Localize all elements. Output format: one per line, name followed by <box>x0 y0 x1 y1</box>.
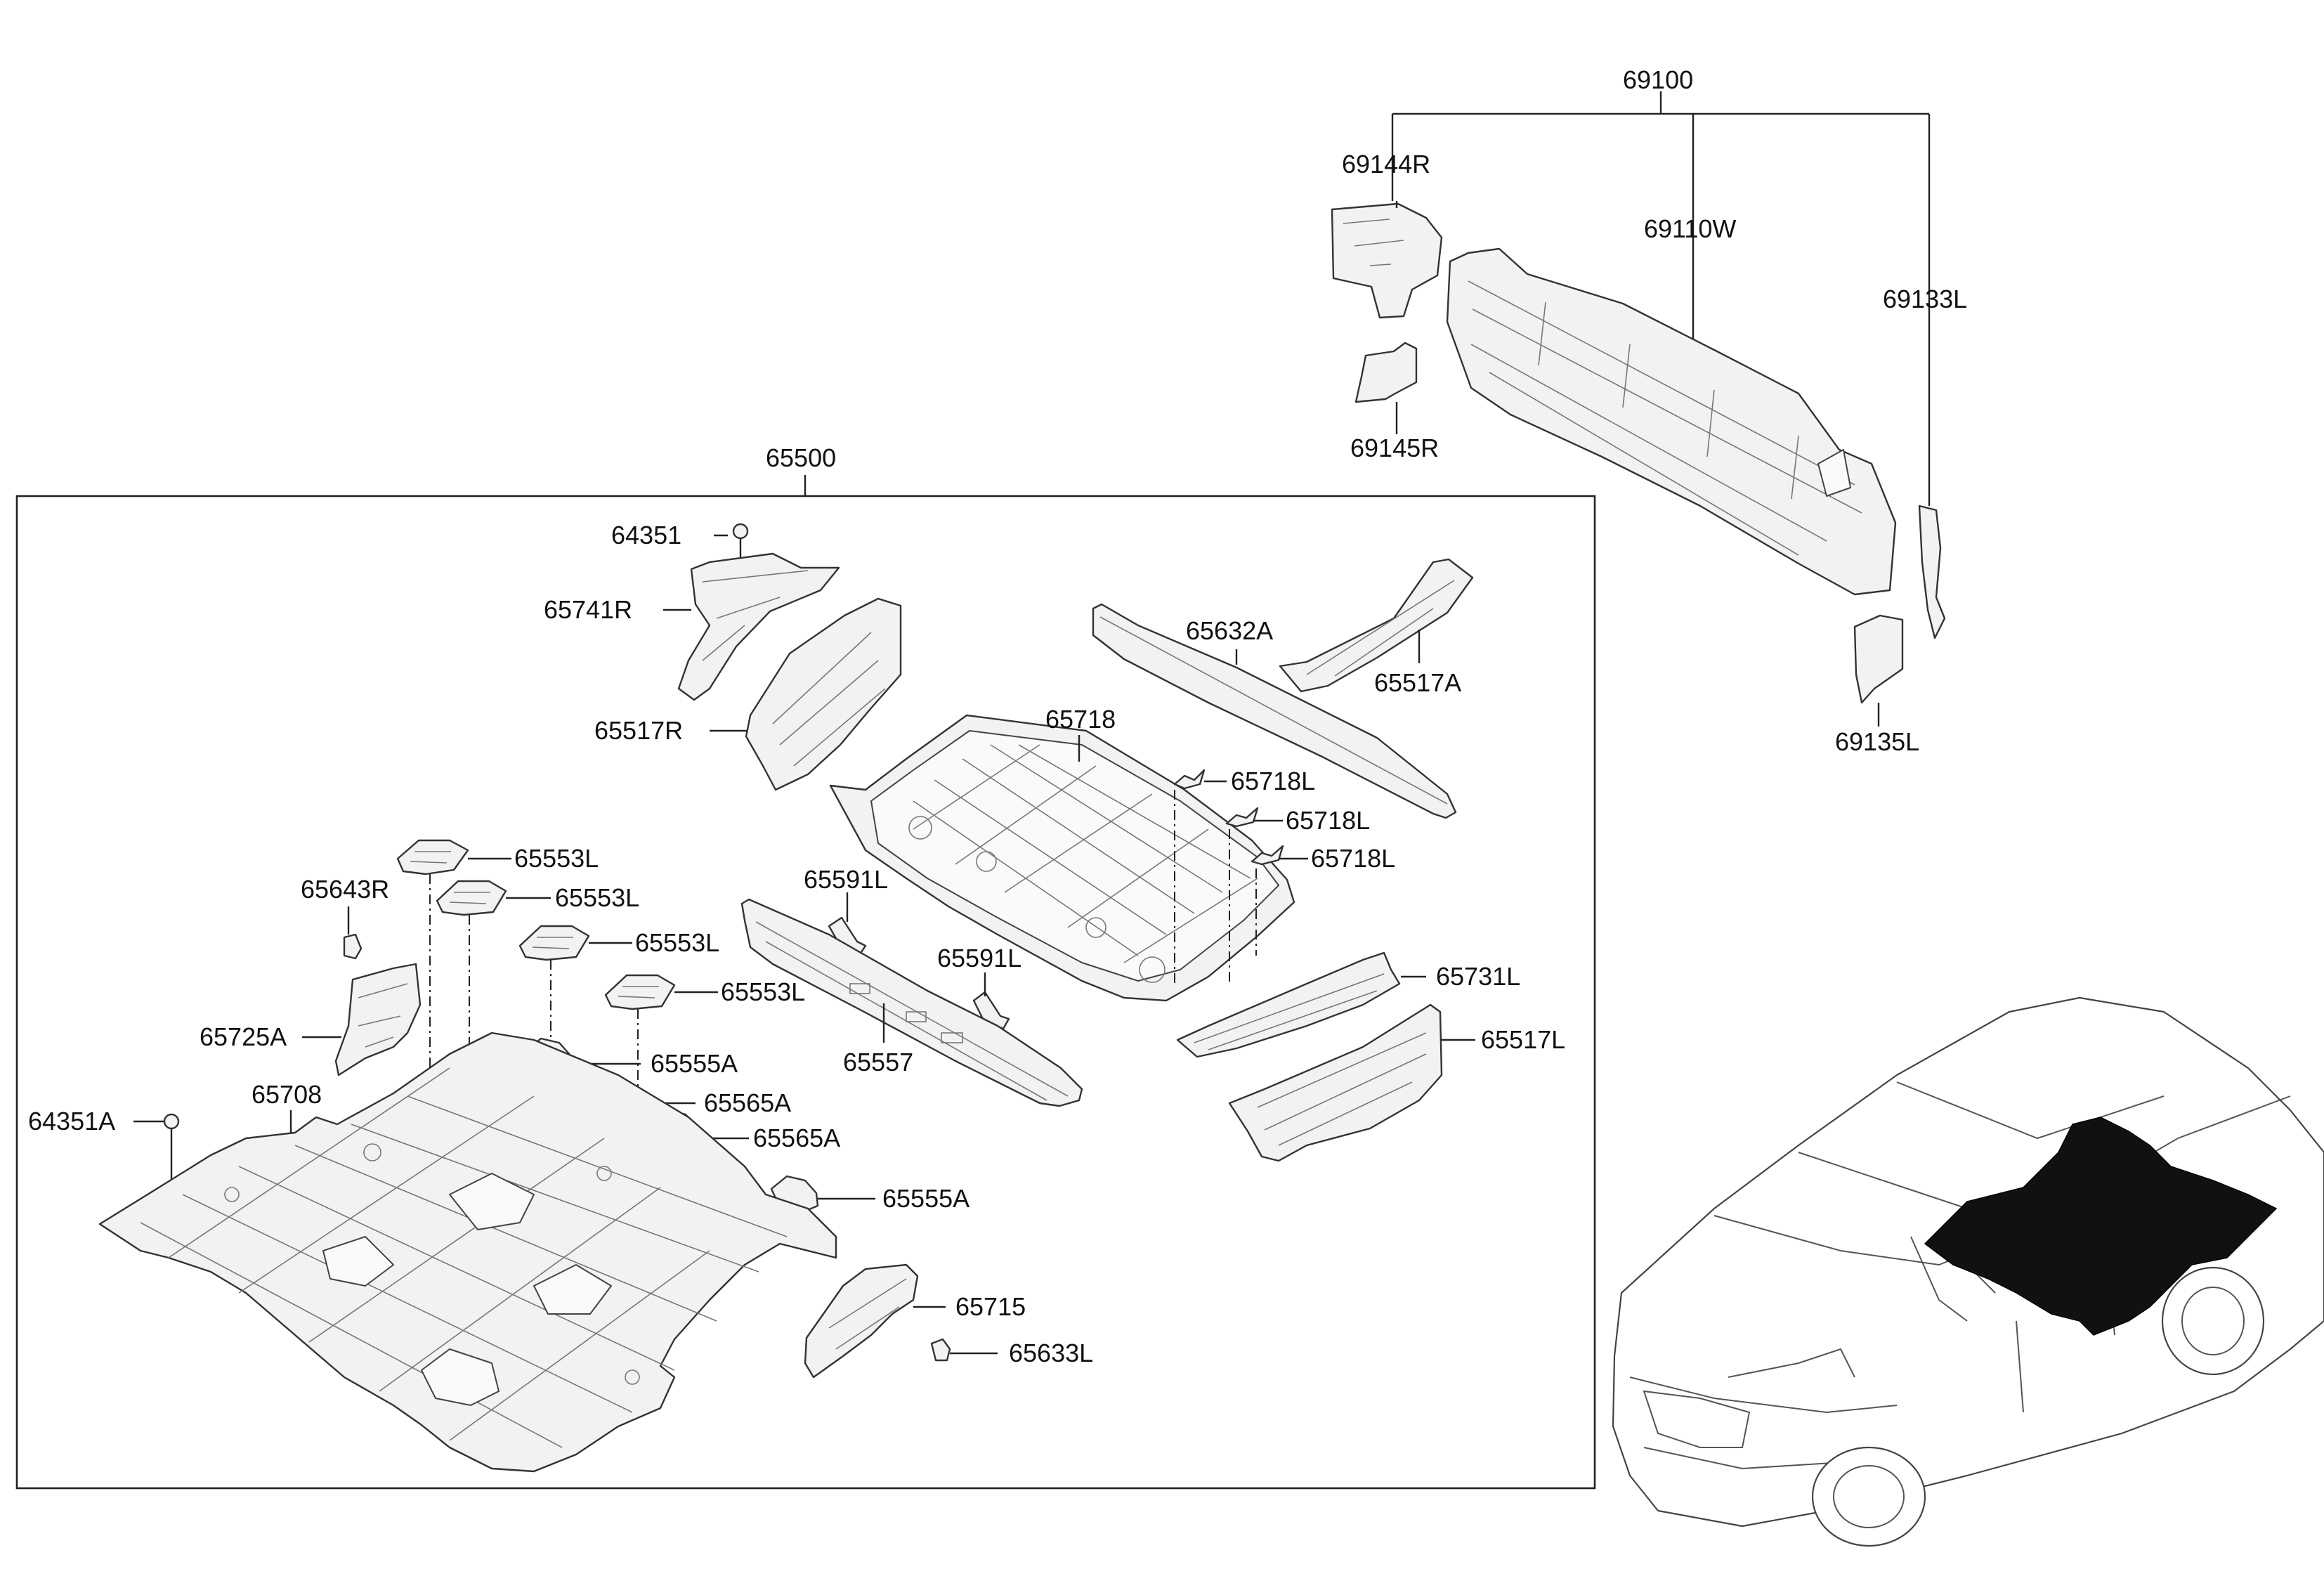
part-65741R[interactable] <box>677 552 840 701</box>
part-65731L[interactable] <box>1176 951 1401 1058</box>
label-65591L-2[interactable]: 65591L <box>937 944 1021 972</box>
label-69144R[interactable]: 69144R <box>1342 150 1430 178</box>
group-69100 <box>1331 91 1946 727</box>
floor-highlight <box>1924 1117 2278 1336</box>
label-65718L-2[interactable]: 65718L <box>1286 806 1370 835</box>
vehicle-illustration <box>1612 996 2324 1547</box>
label-69145R[interactable]: 69145R <box>1350 434 1439 462</box>
label-65633L[interactable]: 65633L <box>1009 1339 1093 1367</box>
label-65718L-3[interactable]: 65718L <box>1311 844 1395 873</box>
label-65557[interactable]: 65557 <box>843 1048 913 1076</box>
part-69144R[interactable] <box>1331 202 1443 319</box>
label-69133L[interactable]: 69133L <box>1883 285 1967 313</box>
label-65553L-4[interactable]: 65553L <box>721 977 805 1006</box>
label-65517L[interactable]: 65517L <box>1481 1025 1565 1054</box>
part-65633L[interactable] <box>930 1338 951 1362</box>
label-65718[interactable]: 65718 <box>1045 705 1116 734</box>
part-65517R[interactable] <box>745 597 902 791</box>
label-65718L-1[interactable]: 65718L <box>1231 767 1315 795</box>
part-65725A[interactable] <box>334 963 422 1076</box>
label-65741R[interactable]: 65741R <box>544 595 632 624</box>
label-65553L-3[interactable]: 65553L <box>635 928 719 957</box>
label-64351A[interactable]: 64351A <box>28 1107 115 1135</box>
label-65517A[interactable]: 65517A <box>1374 668 1461 697</box>
part-65718L-1[interactable] <box>1173 769 1206 790</box>
label-69110W[interactable]: 69110W <box>1644 214 1736 243</box>
label-65643R[interactable]: 65643R <box>301 875 389 904</box>
part-65553L-2[interactable] <box>436 880 507 916</box>
label-65553L-1[interactable]: 65553L <box>514 844 599 873</box>
label-65708[interactable]: 65708 <box>252 1080 322 1109</box>
label-65565A-2[interactable]: 65565A <box>753 1124 840 1152</box>
label-65731L[interactable]: 65731L <box>1436 962 1520 991</box>
label-65591L-1[interactable]: 65591L <box>804 865 888 894</box>
labels: 69100 69144R 69110W 69133L 69145R 69135L… <box>28 65 1967 1367</box>
part-65517A[interactable] <box>1279 558 1474 693</box>
part-65643R[interactable] <box>343 933 363 960</box>
label-65555A-1[interactable]: 65555A <box>651 1049 738 1078</box>
part-69110W[interactable] <box>1446 247 1897 596</box>
part-65718L-3[interactable] <box>1251 845 1284 866</box>
part-65553L-4[interactable] <box>604 974 676 1010</box>
part-65718L-2[interactable] <box>1225 807 1259 828</box>
part-65553L-1[interactable] <box>396 839 469 876</box>
label-69100[interactable]: 69100 <box>1623 65 1693 94</box>
label-65555A-2[interactable]: 65555A <box>882 1184 970 1213</box>
part-65715[interactable] <box>804 1263 919 1379</box>
label-65725A[interactable]: 65725A <box>200 1022 287 1051</box>
label-64351[interactable]: 64351 <box>611 521 681 549</box>
label-65715[interactable]: 65715 <box>955 1292 1026 1321</box>
part-69135L[interactable] <box>1853 614 1904 704</box>
label-65517R[interactable]: 65517R <box>594 716 683 745</box>
part-65557[interactable] <box>740 898 1083 1107</box>
part-69145R[interactable] <box>1354 341 1418 403</box>
group-65500-frame <box>15 495 1596 1490</box>
label-65553L-2[interactable]: 65553L <box>555 883 639 912</box>
label-65565A-1[interactable]: 65565A <box>704 1088 791 1117</box>
part-69133L[interactable] <box>1918 505 1946 639</box>
part-65708[interactable] <box>98 1031 837 1473</box>
label-65500[interactable]: 65500 <box>766 443 836 472</box>
label-69135L[interactable]: 69135L <box>1835 727 1919 756</box>
label-65632A[interactable]: 65632A <box>1186 616 1273 645</box>
part-65553L-3[interactable] <box>518 925 590 961</box>
